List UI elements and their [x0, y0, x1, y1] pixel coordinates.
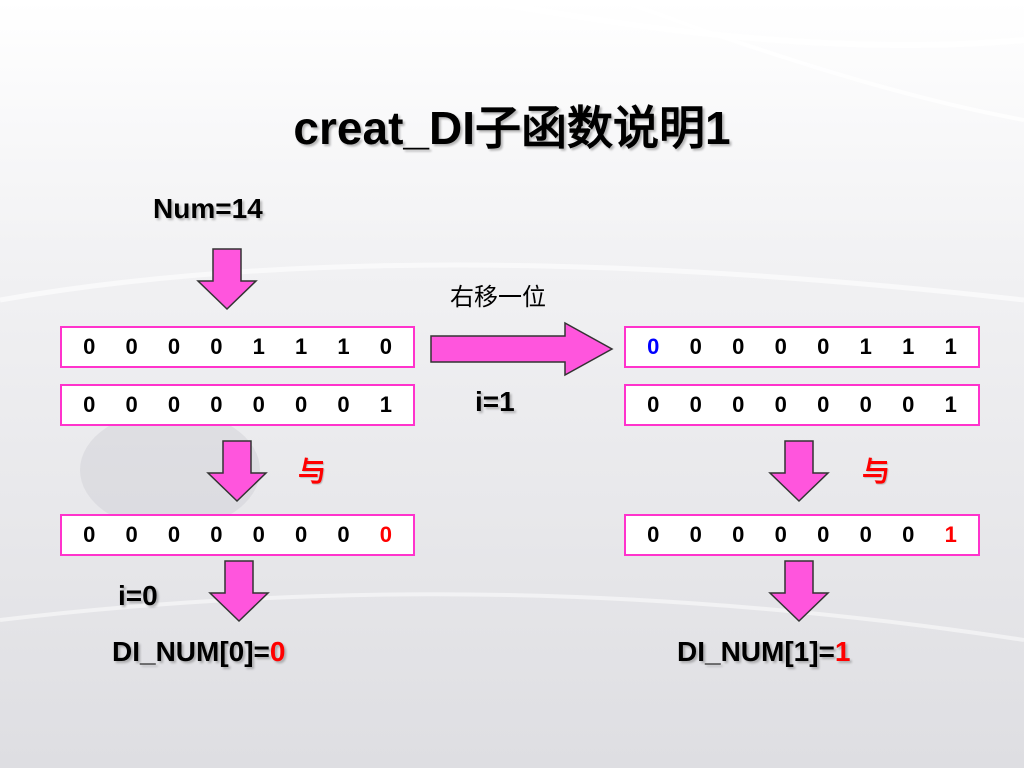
bit-cell: 1 — [944, 334, 957, 359]
i1-label: i=1 — [475, 386, 515, 417]
bit-cell: 1 — [944, 392, 957, 417]
result-left-value: 0 — [269, 636, 286, 667]
result-right-prefix: DI_NUM[1]= — [677, 636, 835, 667]
bit-cell: 0 — [647, 522, 660, 547]
bit-cell: 1 — [379, 392, 392, 417]
bit-row-left-num: 0 0 0 0 1 1 1 0 — [60, 326, 415, 368]
bit-cell: 0 — [294, 392, 308, 417]
bit-cell: 0 — [337, 392, 350, 417]
bit-cell: 1 — [252, 334, 265, 359]
bit-cell: 0 — [83, 334, 96, 359]
bit-cell: 0 — [859, 392, 872, 417]
bit-cell: 0 — [774, 522, 787, 547]
bit-cell: 0 — [167, 392, 181, 417]
bit-cell: 0 — [817, 334, 830, 359]
bit-cell: 0 — [83, 522, 96, 547]
bit-cell: 1 — [859, 334, 872, 359]
bit-row-left-mask: 0 0 0 0 0 0 0 1 — [60, 384, 415, 426]
bit-cell: 0 — [125, 522, 138, 547]
result-right-value: 1 — [834, 636, 851, 667]
bit-cell: 0 — [294, 522, 308, 547]
bit-cell: 1 — [337, 334, 350, 359]
bit-row-right-mask: 0 0 0 0 0 0 0 1 — [624, 384, 980, 426]
bit-row-right-result: 0 0 0 0 0 0 0 1 — [624, 514, 980, 556]
bit-cell: 0 — [732, 392, 745, 417]
bit-cell: 0 — [252, 522, 265, 547]
bit-cell-result: 1 — [944, 522, 957, 547]
page-title: creat_DI子函数说明1 — [293, 102, 731, 154]
bit-cell: 0 — [732, 522, 745, 547]
bit-cell: 0 — [689, 334, 702, 359]
bit-cell: 0 — [125, 392, 138, 417]
bit-cell: 0 — [774, 392, 787, 417]
bit-cell: 0 — [167, 522, 181, 547]
bit-cell-shifted: 0 — [647, 334, 660, 359]
down-arrow-icon — [208, 560, 270, 623]
bit-cell: 0 — [83, 392, 96, 417]
shift-label: 右移一位 — [450, 284, 546, 311]
bit-cell: 1 — [294, 334, 308, 359]
bit-cell: 0 — [337, 522, 350, 547]
bit-cell: 0 — [689, 522, 702, 547]
bit-cell-result: 0 — [379, 522, 392, 547]
down-arrow-icon — [768, 440, 830, 503]
and-label-left: 与 — [298, 456, 327, 487]
bit-cell: 0 — [689, 392, 702, 417]
bit-cell: 0 — [859, 522, 872, 547]
bit-cell: 1 — [902, 334, 915, 359]
bit-cell: 0 — [902, 522, 915, 547]
bit-cell: 0 — [210, 334, 223, 359]
and-label-right: 与 — [862, 456, 891, 487]
num-label: Num=14 — [153, 193, 263, 224]
bit-cell: 0 — [774, 334, 787, 359]
bit-cell: 0 — [732, 334, 745, 359]
bit-row-right-num: 0 0 0 0 0 1 1 1 — [624, 326, 980, 368]
bit-cell: 0 — [817, 392, 830, 417]
right-arrow-icon — [430, 321, 614, 377]
down-arrow-icon — [768, 560, 830, 623]
down-arrow-icon — [196, 248, 258, 311]
i0-label: i=0 — [118, 580, 158, 611]
bit-row-left-result: 0 0 0 0 0 0 0 0 — [60, 514, 415, 556]
bit-cell: 0 — [167, 334, 181, 359]
bit-cell: 0 — [379, 334, 392, 359]
result-right: DI_NUM[1]=1 — [677, 636, 851, 668]
bit-cell: 0 — [902, 392, 915, 417]
bit-cell: 0 — [252, 392, 265, 417]
bit-cell: 0 — [125, 334, 138, 359]
bit-cell: 0 — [647, 392, 660, 417]
down-arrow-icon — [206, 440, 268, 503]
result-left-prefix: DI_NUM[0]= — [112, 636, 270, 667]
bit-cell: 0 — [210, 392, 223, 417]
bit-cell: 0 — [210, 522, 223, 547]
bit-cell: 0 — [817, 522, 830, 547]
result-left: DI_NUM[0]=0 — [112, 636, 286, 668]
